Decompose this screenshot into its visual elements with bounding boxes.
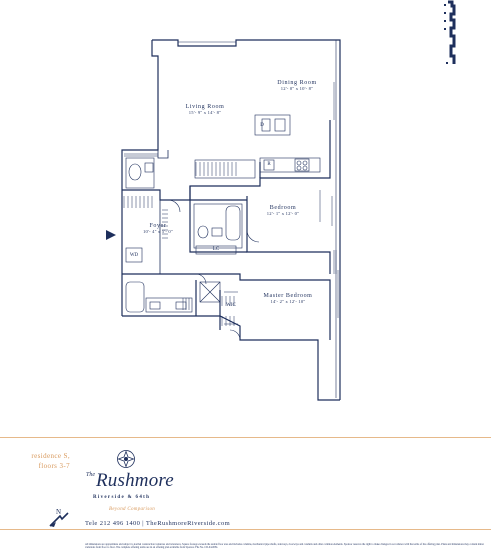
bedroom-label: Bedroom 12'- 1" x 12'- 0" [248,205,318,217]
master-bedroom-name: Master Bedroom [263,293,313,299]
brand-prefix: The [86,472,95,478]
legal-disclaimer: All dimensions are approximate and subje… [85,543,484,550]
north-compass-icon [49,512,69,527]
refrigerator-label: R [267,162,271,167]
floors-line: floors 3-7 [38,462,70,470]
brand-subtitle: Riverside & 64th [93,495,151,500]
bedroom-name: Bedroom [269,205,297,211]
divider-top [0,437,491,438]
foyer-label: Foyer 10'- 4" x 5'- 0" [132,223,184,235]
living-room-name: Living Room [185,104,225,110]
dining-room-name: Dining Room [277,80,317,86]
washer-dryer-label: WD [129,253,139,258]
brand-name: Rushmore [96,470,174,491]
bedroom-dimensions: 12'- 1" x 12'- 0" [266,211,300,216]
entry-arrow-icon [106,230,116,240]
master-bedroom-dimensions: 14'- 2" x 12'- 10" [270,299,306,304]
linen-closet-label: LC [212,247,220,252]
dishwasher-label: D [260,123,264,128]
foyer-dimensions: 10'- 4" x 5'- 0" [142,229,174,234]
walk-in-closet-label: WIC [226,303,236,308]
foyer-name: Foyer [149,223,167,229]
brand-tagline: Beyond Comparison [109,507,156,512]
floor-plan [121,39,341,401]
divider-bottom [0,529,491,530]
residence-line: residence S, [31,452,70,460]
key-plan-icon [444,0,456,64]
master-bedroom-label: Master Bedroom 14'- 2" x 12'- 10" [248,293,328,305]
living-room-label: Living Room 15'- 9" x 14'- 8" [170,104,240,116]
dining-room-label: Dining Room 12'- 0" x 10'- 8" [262,80,332,92]
dining-room-dimensions: 12'- 0" x 10'- 8" [280,86,314,91]
living-room-dimensions: 15'- 9" x 14'- 8" [188,110,222,115]
rushmore-emblem-icon [117,450,135,468]
residence-label: residence S, floors 3-7 [0,451,70,471]
compass-north-label: N [56,508,62,516]
contact-line[interactable]: Tele 212 496 1400 | TheRushmoreRiverside… [85,520,231,527]
